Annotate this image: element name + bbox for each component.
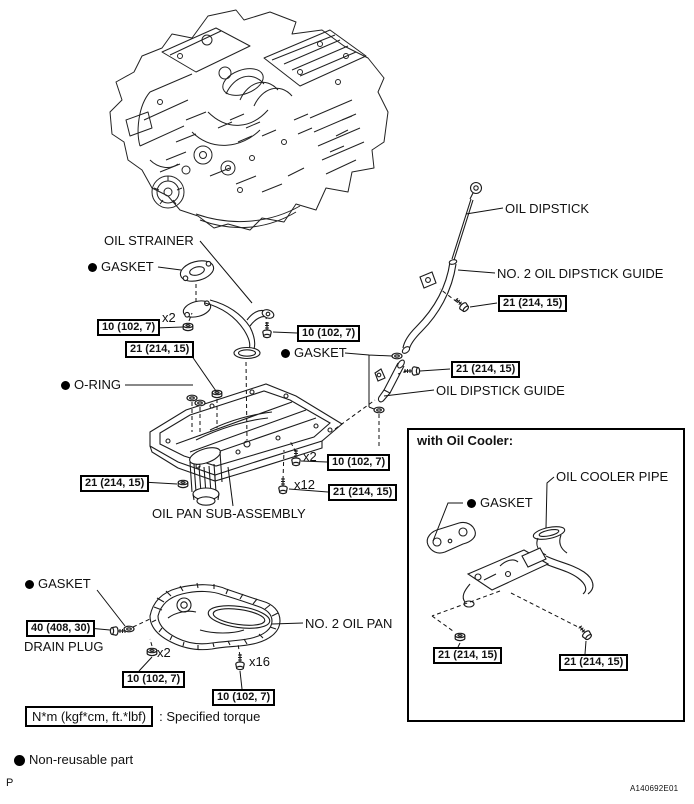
non-reusable-text: Non-reusable part <box>29 752 134 767</box>
no2-oil-pan-drawing <box>149 582 281 651</box>
label-count-no2-bolts: x16 <box>249 654 270 669</box>
gasket-ring-icon <box>373 406 385 414</box>
torque-note-text: : Specified torque <box>159 709 261 724</box>
o-ring-icon <box>186 394 198 402</box>
nut-icon <box>211 389 223 399</box>
torque-legend: N*m (kgf*cm, ft.*lbf) : Specified torque <box>25 706 260 727</box>
label-o-ring: O-RING <box>61 378 121 392</box>
assembly-dashed-lines <box>132 284 579 657</box>
torque-box-pan-left: 21 (214, 15) <box>80 475 150 492</box>
o-ring-text: O-RING <box>74 377 121 392</box>
label-oil-dipstick-guide: OIL DIPSTICK GUIDE <box>436 383 565 398</box>
label-gasket-cooler: GASKET <box>467 496 533 510</box>
non-reusable-bullet-icon <box>467 498 476 508</box>
torque-box-cooler-left: 21 (214, 15) <box>433 647 503 664</box>
bolt-icon <box>278 477 288 495</box>
label-count-pan-large: x12 <box>294 477 315 492</box>
gasket-text: GASKET <box>101 259 154 274</box>
bolt-icon <box>291 449 301 467</box>
label-oil-strainer: OIL STRAINER <box>104 234 194 248</box>
label-no2-oil-pan: NO. 2 OIL PAN <box>305 616 393 631</box>
oil-strainer-drawing <box>182 299 275 360</box>
oil-cooler-inset-frame <box>407 428 685 722</box>
torque-box-pan-small: 10 (102, 7) <box>327 454 391 471</box>
gasket-text: GASKET <box>480 495 533 510</box>
label-oil-dipstick: OIL DIPSTICK <box>505 201 590 216</box>
strainer-gasket-drawing <box>179 260 215 282</box>
torque-box-dipstick-lower: 21 (214, 15) <box>451 361 521 378</box>
gasket-ring-icon <box>123 625 135 633</box>
label-count-no2-nuts: x2 <box>157 645 171 660</box>
bolt-icon <box>235 653 245 671</box>
oil-dipstick-drawing <box>401 181 483 354</box>
nut-icon <box>146 647 158 657</box>
cooler-gasket-drawing <box>426 521 476 554</box>
torque-box-pan-large: 21 (214, 15) <box>328 484 398 501</box>
label-count-strainer: x2 <box>162 310 176 325</box>
bolt-icon <box>452 295 471 314</box>
oil-strainer-text: OIL STRAINER <box>104 233 194 248</box>
label-oil-cooler-pipe: OIL COOLER PIPE <box>556 469 669 484</box>
label-oil-pan-sub-assembly: OIL PAN SUB-ASSEMBLY <box>152 506 306 521</box>
non-reusable-bullet-icon <box>61 380 70 390</box>
engine-illustration <box>109 9 389 231</box>
gasket-text: GASKET <box>294 345 347 360</box>
torque-units-box: N*m (kgf*cm, ft.*lbf) <box>25 706 154 727</box>
inset-title: with Oil Cooler: <box>417 433 514 448</box>
torque-box-strainer-nut: 21 (214, 15) <box>125 341 195 358</box>
non-reusable-bullet-icon <box>88 262 97 272</box>
torque-box-strainer-left: 10 (102, 7) <box>97 319 161 336</box>
nut-icon <box>454 632 466 642</box>
label-gasket-no2-pan: GASKET <box>25 577 91 591</box>
nut-icon <box>182 322 194 332</box>
torque-box-cooler-right: 21 (214, 15) <box>559 654 629 671</box>
oil-dipstick-guide-drawing <box>374 359 405 403</box>
non-reusable-bullet-icon <box>281 348 290 358</box>
torque-box-no2-bolts: 10 (102, 7) <box>212 689 276 706</box>
oil-pan-sub-assembly-drawing <box>149 383 343 506</box>
gasket-text: GASKET <box>38 576 91 591</box>
non-reusable-bullet-icon <box>25 579 34 589</box>
label-gasket-strainer: GASKET <box>88 260 154 274</box>
label-drain-plug: DRAIN PLUG <box>24 639 104 654</box>
torque-box-dipstick-upper: 21 (214, 15) <box>498 295 568 312</box>
non-reusable-bullet-icon <box>14 754 25 766</box>
figure-code: A140692E01 <box>630 784 679 793</box>
non-reusable-legend: Non-reusable part <box>14 753 133 767</box>
torque-box-strainer-right: 10 (102, 7) <box>297 325 361 342</box>
page-marker: P <box>6 777 14 789</box>
torque-box-no2-nuts: 10 (102, 7) <box>122 671 186 688</box>
oil-cooler-pipe-drawing <box>462 526 594 608</box>
o-ring-icon <box>194 399 206 407</box>
label-gasket-dipstick: GASKET <box>281 346 347 360</box>
label-count-pan-small: x2 <box>303 449 317 464</box>
gasket-ring-icon <box>391 352 403 360</box>
bolt-icon <box>575 623 594 642</box>
torque-box-drain-plug: 40 (408, 30) <box>26 620 96 637</box>
nut-icon <box>177 479 189 489</box>
label-no2-oil-dipstick-guide: NO. 2 OIL DIPSTICK GUIDE <box>497 266 664 281</box>
